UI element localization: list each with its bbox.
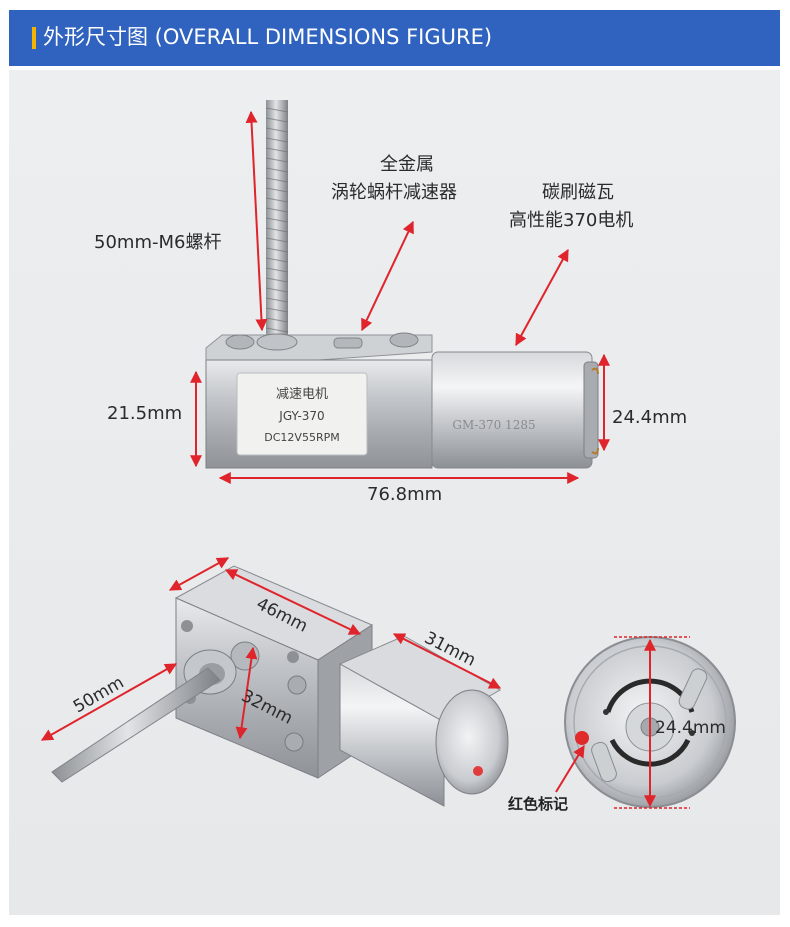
top-pad: [333, 337, 363, 349]
shaft-len-arrow: [40, 663, 178, 741]
box-depth-arrow: [168, 557, 230, 591]
boss-icon: [287, 675, 307, 695]
label-length: 76.8mm: [367, 484, 443, 505]
sticker-line2: JGY-370: [278, 409, 324, 423]
end-view-extension-lines: [614, 636, 690, 809]
terminal-icon: [591, 367, 599, 375]
shaft-boss: [256, 333, 298, 351]
label-height: 21.5mm: [107, 403, 183, 424]
red-mark-dot: [473, 766, 483, 776]
motor-can: [431, 351, 593, 469]
motor-can-bottom: [339, 663, 445, 807]
box-width-arrow: [235, 646, 258, 740]
red-mark-dot: [575, 731, 589, 745]
sticker-line1: 减速电机: [276, 387, 328, 402]
label-red-mark: 红色标记: [508, 795, 569, 813]
label-screw: 50mm-M6螺杆: [94, 232, 222, 253]
terminal-icon: [678, 668, 708, 710]
screw-hole-icon: [181, 620, 193, 632]
label-motor-2: 高性能370电机: [509, 210, 634, 231]
motor-len-arrow: [392, 633, 502, 689]
motor-end-face: [435, 689, 509, 795]
label-motor-1: 碳刷磁瓦: [542, 182, 614, 203]
motor-pointer-arrow: [515, 248, 569, 347]
gearbox-pointer-arrow: [361, 220, 414, 332]
screw-threads: [265, 107, 289, 333]
header-accent-bar: [32, 27, 36, 49]
header-title: 外形尺寸图 (OVERALL DIMENSIONS FIGURE): [43, 25, 493, 49]
vent-hole-icon: [689, 730, 695, 736]
boss-icon: [284, 732, 304, 752]
label-end-dia: 24.4mm: [655, 718, 726, 738]
motor-end-cap: [583, 361, 599, 459]
red-mark-pointer: [555, 744, 585, 793]
label-gearbox-1: 全金属: [380, 154, 434, 175]
sticker-line3: DC12V55RPM: [264, 431, 339, 444]
motor-print: GM-370 1285: [452, 418, 535, 432]
section-header: 外形尺寸图 (OVERALL DIMENSIONS FIGURE): [9, 10, 780, 66]
vent-hole-icon: [603, 709, 609, 715]
terminal-icon: [591, 447, 599, 455]
top-screw-boss: [225, 334, 255, 350]
box-len-arrow: [224, 569, 362, 635]
top-dimension-arrows: [190, 110, 610, 484]
label-gearbox-2: 涡轮蜗杆减速器: [331, 182, 457, 203]
screw-length-arrow: [245, 110, 268, 332]
screw-hole-icon: [287, 651, 299, 663]
product-sticker: [236, 372, 368, 456]
top-screw-boss: [389, 332, 419, 348]
label-motor-dia: 24.4mm: [612, 407, 688, 428]
terminal-icon: [591, 741, 617, 783]
top-motor-image: 减速电机 JGY-370 DC12V55RPM GM-370 1285: [205, 100, 599, 469]
bottom-dimension-arrows: [40, 557, 656, 808]
